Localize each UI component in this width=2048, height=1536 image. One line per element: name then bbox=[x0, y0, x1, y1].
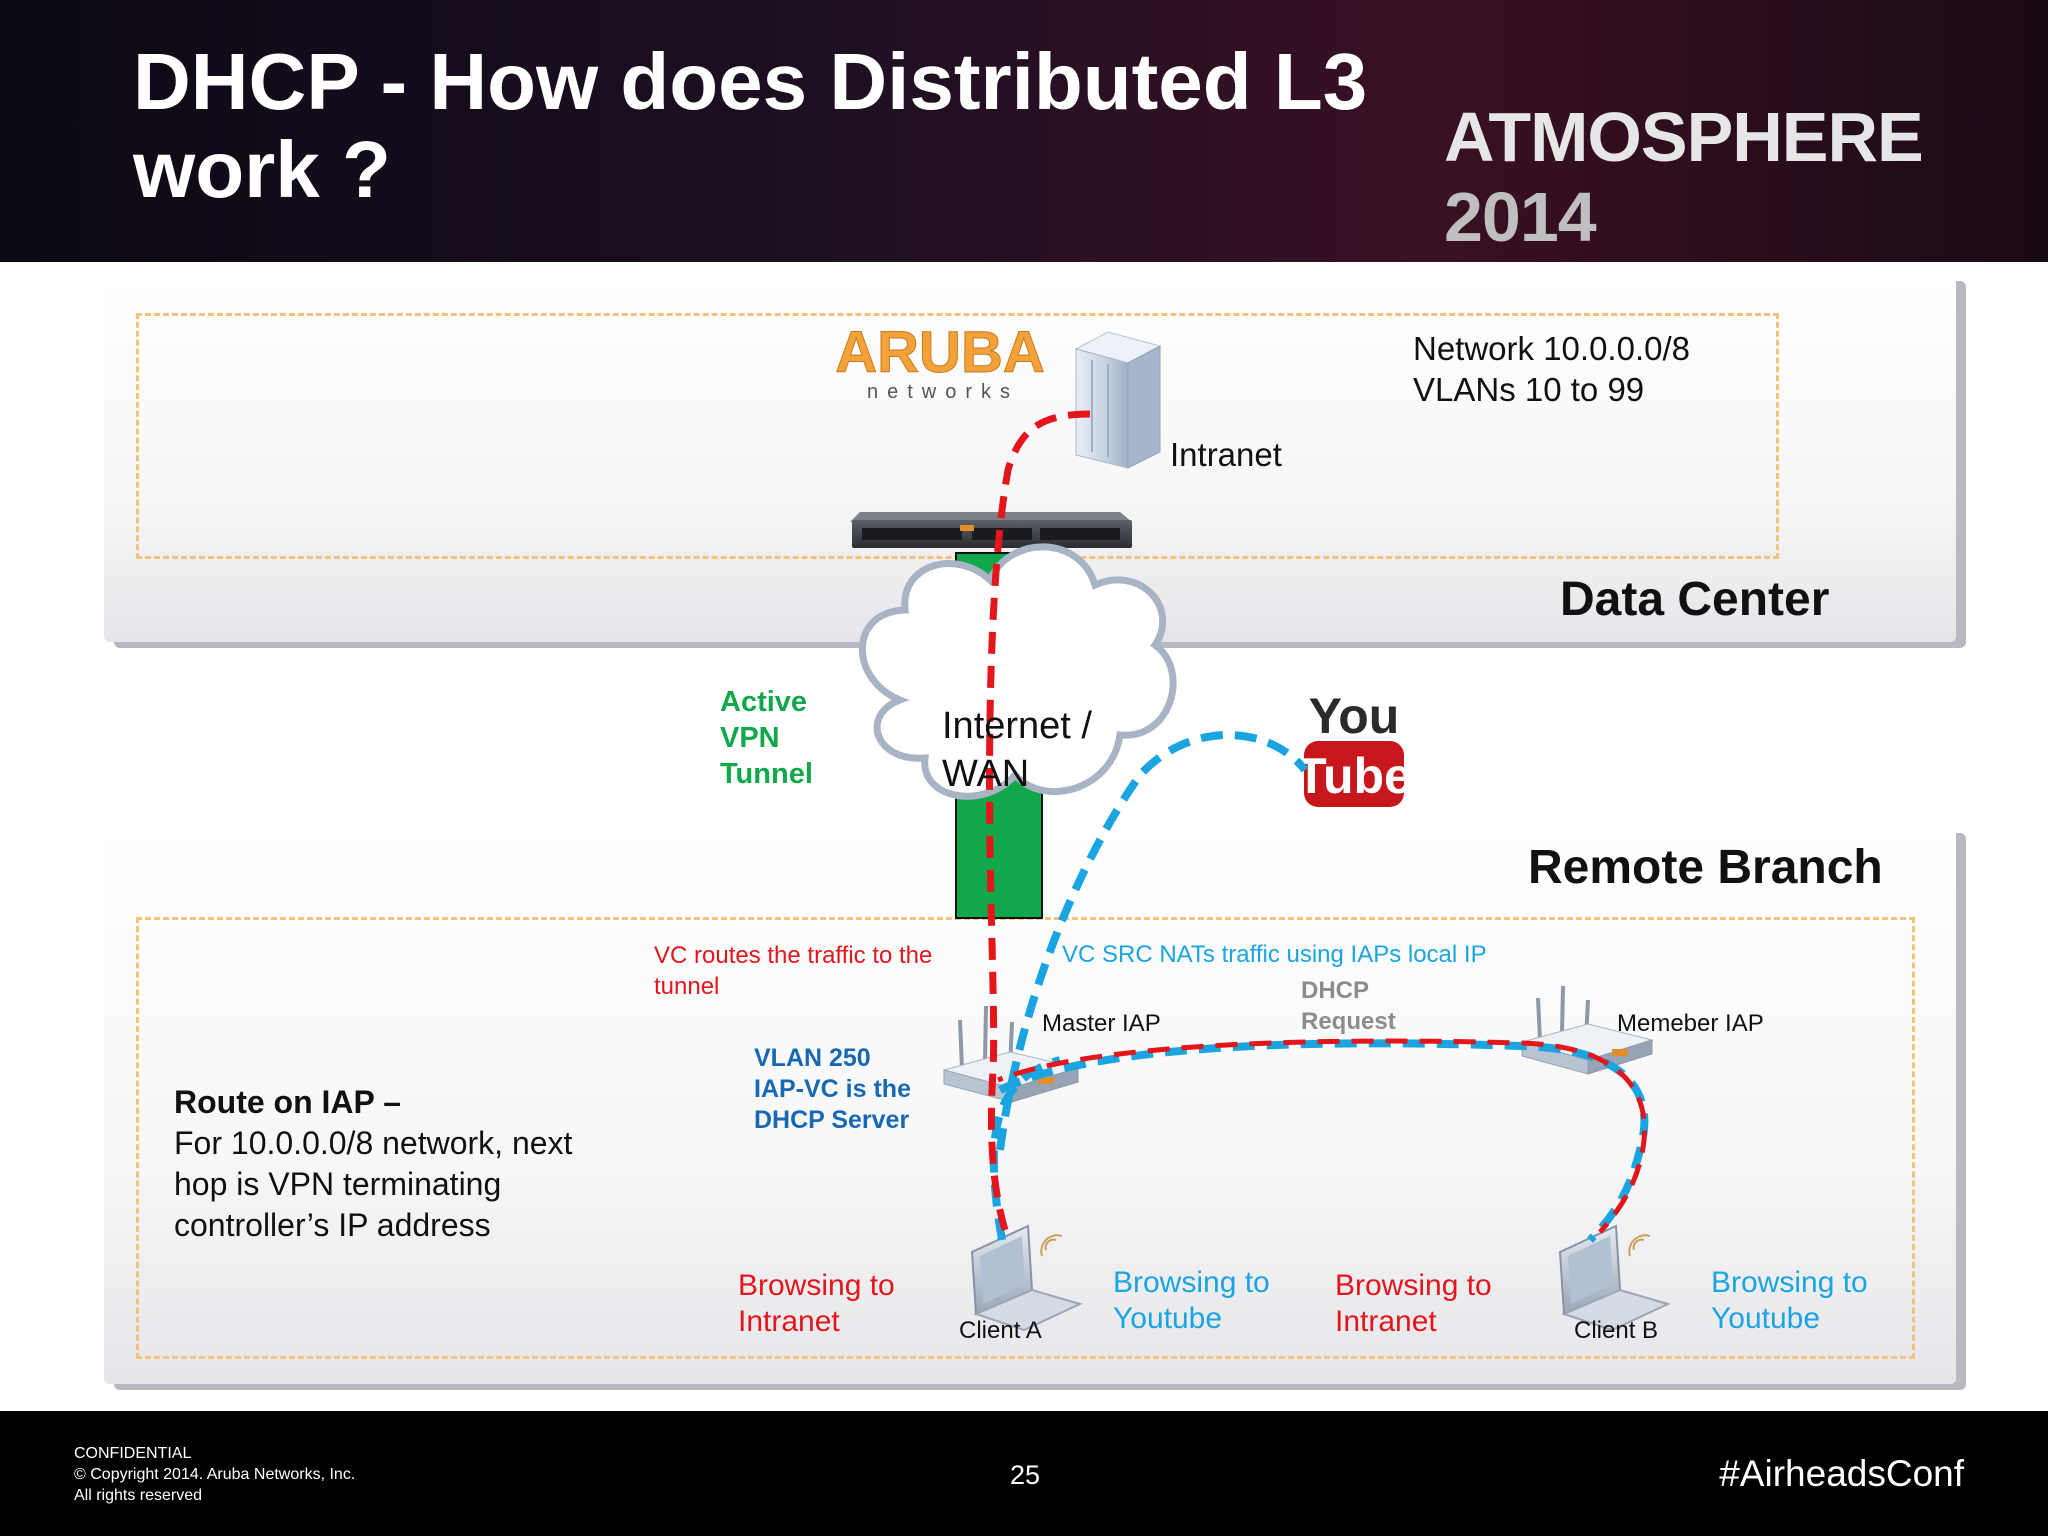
dhcp-request-line1: DHCP bbox=[1301, 977, 1370, 1004]
route-line2: hop is VPN terminating bbox=[174, 1166, 502, 1202]
slide-footer bbox=[0, 1411, 2048, 1536]
client-a-youtube-line2: Youtube bbox=[1113, 1302, 1223, 1335]
aruba-logo-subtext: networks bbox=[867, 381, 1019, 403]
client-a-intranet-line2: Intranet bbox=[738, 1305, 840, 1338]
intranet-dhcp-path bbox=[997, 1038, 1647, 1234]
intranet-traffic-path bbox=[986, 410, 1091, 1232]
internet-label: Internet / WAN bbox=[942, 702, 1092, 798]
brand-name: ATMOSPHERE bbox=[1444, 98, 1924, 176]
route-on-iap-text: Route on IAP – For 10.0.0.0/8 network, n… bbox=[174, 1082, 572, 1246]
youtube-you-text: You bbox=[1309, 688, 1400, 744]
aruba-networks-logo: ARUBA networks bbox=[835, 320, 1045, 404]
client-a-intranet-label: Browsing to Intranet bbox=[738, 1268, 895, 1340]
route-line3: controller’s IP address bbox=[174, 1207, 491, 1243]
route-heading: Route on IAP – bbox=[174, 1084, 401, 1120]
aruba-logo-text: ARUBA bbox=[835, 320, 1044, 385]
client-a-youtube-label: Browsing to Youtube bbox=[1113, 1265, 1270, 1337]
master-iap-label: Master IAP bbox=[1042, 1010, 1161, 1037]
atmosphere-logo: ATMOSPHERE 2014 bbox=[1444, 97, 2048, 257]
network-range: Network 10.0.0.0/8 bbox=[1413, 330, 1690, 367]
client-b-youtube-label: Browsing to Youtube bbox=[1711, 1265, 1868, 1337]
vc-nat-label: VC SRC NATs traffic using IAPs local IP bbox=[1062, 941, 1487, 968]
client-a-youtube-line1: Browsing to bbox=[1113, 1266, 1270, 1299]
network-label: Network 10.0.0.0/8 VLANs 10 to 99 bbox=[1413, 328, 1690, 410]
copyright-notice: CONFIDENTIAL © Copyright 2014. Aruba Net… bbox=[74, 1443, 355, 1506]
client-a-laptop-icon bbox=[970, 1224, 1083, 1332]
confidential-text: CONFIDENTIAL bbox=[74, 1445, 192, 1462]
client-a-label: Client A bbox=[959, 1317, 1042, 1344]
client-b-laptop-icon bbox=[1558, 1224, 1671, 1332]
vpn-label-line3: Tunnel bbox=[720, 758, 813, 790]
remote-branch-label: Remote Branch bbox=[1528, 841, 1883, 894]
member-iap-label: Memeber IAP bbox=[1617, 1010, 1764, 1037]
youtube-tube-text: Tube bbox=[1296, 748, 1412, 804]
vc-routes-line1: VC routes the traffic to the bbox=[654, 942, 933, 969]
dhcp-request-label: DHCP Request bbox=[1301, 975, 1396, 1037]
controller-icon bbox=[850, 512, 1132, 548]
dhcp-request-line2: Request bbox=[1301, 1008, 1396, 1035]
slide-header bbox=[0, 0, 2048, 262]
data-center-label: Data Center bbox=[1560, 573, 1830, 626]
vpn-label-line1: Active bbox=[720, 686, 808, 718]
internet-label-line2: WAN bbox=[942, 753, 1030, 795]
vpn-label-line2: VPN bbox=[720, 722, 780, 754]
brand-year: 2014 bbox=[1444, 178, 1597, 256]
youtube-logo: You Tube bbox=[1296, 688, 1412, 807]
copyright-text: © Copyright 2014. Aruba Networks, Inc. bbox=[74, 1466, 356, 1483]
client-b-intranet-line1: Browsing to bbox=[1335, 1269, 1492, 1302]
vlan-label-line1: VLAN 250 bbox=[754, 1044, 871, 1072]
vlan-label: VLAN 250 IAP-VC is the DHCP Server bbox=[754, 1043, 911, 1136]
youtube-traffic-path bbox=[989, 731, 1309, 1241]
vlan-label-line3: DHCP Server bbox=[754, 1106, 910, 1134]
route-line1: For 10.0.0.0/8 network, next bbox=[174, 1125, 573, 1161]
client-a-intranet-line1: Browsing to bbox=[738, 1269, 895, 1302]
client-b-intranet-line2: Intranet bbox=[1335, 1305, 1437, 1338]
server-icon bbox=[1074, 331, 1162, 469]
intranet-label: Intranet bbox=[1170, 436, 1282, 473]
client-b-label: Client B bbox=[1574, 1317, 1659, 1344]
client-b-intranet-label: Browsing to Intranet bbox=[1335, 1268, 1492, 1340]
rights-text: All rights reserved bbox=[74, 1487, 203, 1504]
youtube-dhcp-path bbox=[998, 1039, 1649, 1243]
internet-cloud-icon bbox=[858, 543, 1177, 800]
vc-routes-label: VC routes the traffic to the tunnel bbox=[654, 940, 932, 1002]
internet-label-line1: Internet / bbox=[942, 705, 1092, 747]
vpn-tunnel-label: Active VPN Tunnel bbox=[720, 684, 813, 792]
page-number: 25 bbox=[1009, 1460, 1041, 1490]
hashtag: #AirheadsConf bbox=[1719, 1453, 1964, 1494]
vc-routes-line2: tunnel bbox=[654, 973, 720, 1000]
client-b-youtube-line2: Youtube bbox=[1711, 1302, 1821, 1335]
slide-title: DHCP - How does Distributed L3 work ? bbox=[133, 37, 1368, 214]
client-b-youtube-line1: Browsing to bbox=[1711, 1266, 1868, 1299]
vlan-label-line2: IAP-VC is the bbox=[754, 1075, 911, 1103]
vlan-range: VLANs 10 to 99 bbox=[1413, 371, 1645, 408]
